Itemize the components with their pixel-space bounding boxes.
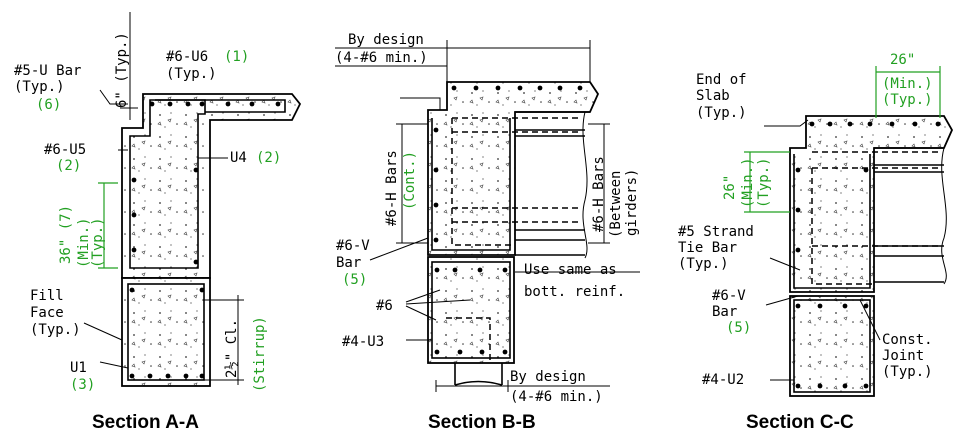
a-u6-typ: (Typ.) — [166, 66, 217, 82]
section-b-b: By design (4-#6 min.) #6-H Bars (Cont.) … — [335, 32, 640, 433]
a-cl-label: 2½" Cl. — [224, 319, 240, 378]
b-same-1: Use same as — [524, 262, 617, 278]
c-top-min: (Min.) — [882, 76, 933, 92]
b-v-bar-qty: (5) — [342, 272, 367, 288]
b-by-design-bot: By design — [510, 369, 586, 385]
b-h-bars-right-sub2: girders) — [624, 169, 640, 236]
b-v-bar-1: #6-V — [336, 238, 370, 254]
b-u3-label: #4-U3 — [342, 334, 384, 350]
a-u5-label: #6-U5 — [44, 142, 86, 158]
c-strand-3: (Typ.) — [678, 256, 729, 272]
c-joint-3: (Typ.) — [882, 364, 933, 380]
c-end-2: Slab — [696, 88, 730, 104]
a-typ-6-label: 6" (Typ.) — [114, 32, 130, 108]
b-h-bars-left: #6-H Bars — [384, 150, 400, 226]
c-v-bar-2: Bar — [712, 304, 737, 320]
a-dim-36-min: (Min.) — [76, 217, 92, 268]
c-side-min: (Min.) — [740, 157, 756, 208]
c-top-26: 26" — [890, 52, 915, 68]
b-by-design-bot-sub: (4-#6 min.) — [510, 389, 603, 405]
b-caption: Section B-B — [428, 412, 536, 433]
a-u4-qty: (2) — [256, 150, 281, 166]
b-same-2: bott. reinf. — [524, 284, 625, 300]
section-b-pile — [454, 363, 503, 386]
a-u5-qty: (2) — [56, 158, 81, 174]
b-h-bars-right: #6-H Bars — [591, 156, 607, 232]
section-b-bars — [433, 85, 583, 355]
section-a-stirrup-u6 — [155, 99, 286, 113]
a-dim-36: 36" (7) — [58, 205, 74, 264]
b-six-label: #6 — [376, 298, 393, 314]
b-h-bars-right-sub1: (Between — [608, 171, 624, 238]
a-u-bar-qty: (6) — [36, 97, 61, 113]
c-caption: Section C-C — [746, 412, 854, 433]
section-b-lower-concrete — [427, 256, 515, 364]
a-u6-qty: (1) — [224, 49, 249, 65]
c-v-bar-1: #6-V — [712, 288, 746, 304]
c-joint-2: Joint — [882, 348, 924, 364]
section-a-upper-concrete — [121, 93, 302, 279]
a-u-bar-typ: (Typ.) — [14, 79, 65, 95]
b-h-bars-left-sub: (Cont.) — [402, 151, 418, 210]
a-u1-qty: (3) — [70, 377, 95, 393]
a-u-bar-label: #5-U Bar — [14, 63, 81, 79]
a-face-label: Face — [30, 305, 64, 321]
c-side-typ: (Typ.) — [756, 157, 772, 208]
c-v-bar-qty: (5) — [726, 320, 751, 336]
a-dim-36-typ: (Typ.) — [90, 217, 106, 268]
section-b-upper-concrete — [427, 81, 600, 256]
a-u6-label: #6-U6 — [166, 49, 208, 65]
c-joint-1: Const. — [882, 332, 933, 348]
a-u1-label: U1 — [70, 360, 87, 376]
section-b-girder — [515, 111, 590, 259]
a-fill-label: Fill — [30, 288, 64, 304]
a-fill-typ: (Typ.) — [30, 322, 81, 338]
c-strand-2: Tie Bar — [678, 240, 737, 256]
section-a-stirrup-u1 — [127, 283, 205, 381]
section-c-c: End of Slab (Typ.) 26" (Min.) (Typ.) 26"… — [678, 52, 954, 433]
section-c-lower-concrete — [789, 295, 875, 397]
b-v-bar-2: Bar — [336, 255, 361, 271]
section-a-stirrup-u4 — [129, 99, 206, 269]
c-end-3: (Typ.) — [696, 105, 747, 121]
b-by-design-top-sub: (4-#6 min.) — [335, 50, 428, 66]
section-c-girder — [874, 147, 947, 285]
b-by-design-top: By design — [348, 32, 424, 48]
a-stirrup-label: (Stirrup) — [252, 316, 268, 392]
c-side-26: 26" — [722, 175, 738, 200]
section-c-bars — [795, 121, 941, 389]
section-a-lower-concrete — [121, 277, 211, 387]
section-a-bars — [129, 101, 281, 379]
c-strand-1: #5 Strand — [678, 224, 754, 240]
c-u2-label: #4-U2 — [702, 372, 744, 388]
c-top-typ: (Typ.) — [882, 92, 933, 108]
section-a-a: #5-U Bar (Typ.) (6) 6" (Typ.) #6-U6 (1) … — [14, 12, 302, 433]
c-end-1: End of — [696, 72, 747, 88]
section-c-upper-concrete — [789, 115, 954, 293]
a-caption: Section A-A — [92, 412, 199, 433]
a-u4-label: U4 — [230, 150, 247, 166]
